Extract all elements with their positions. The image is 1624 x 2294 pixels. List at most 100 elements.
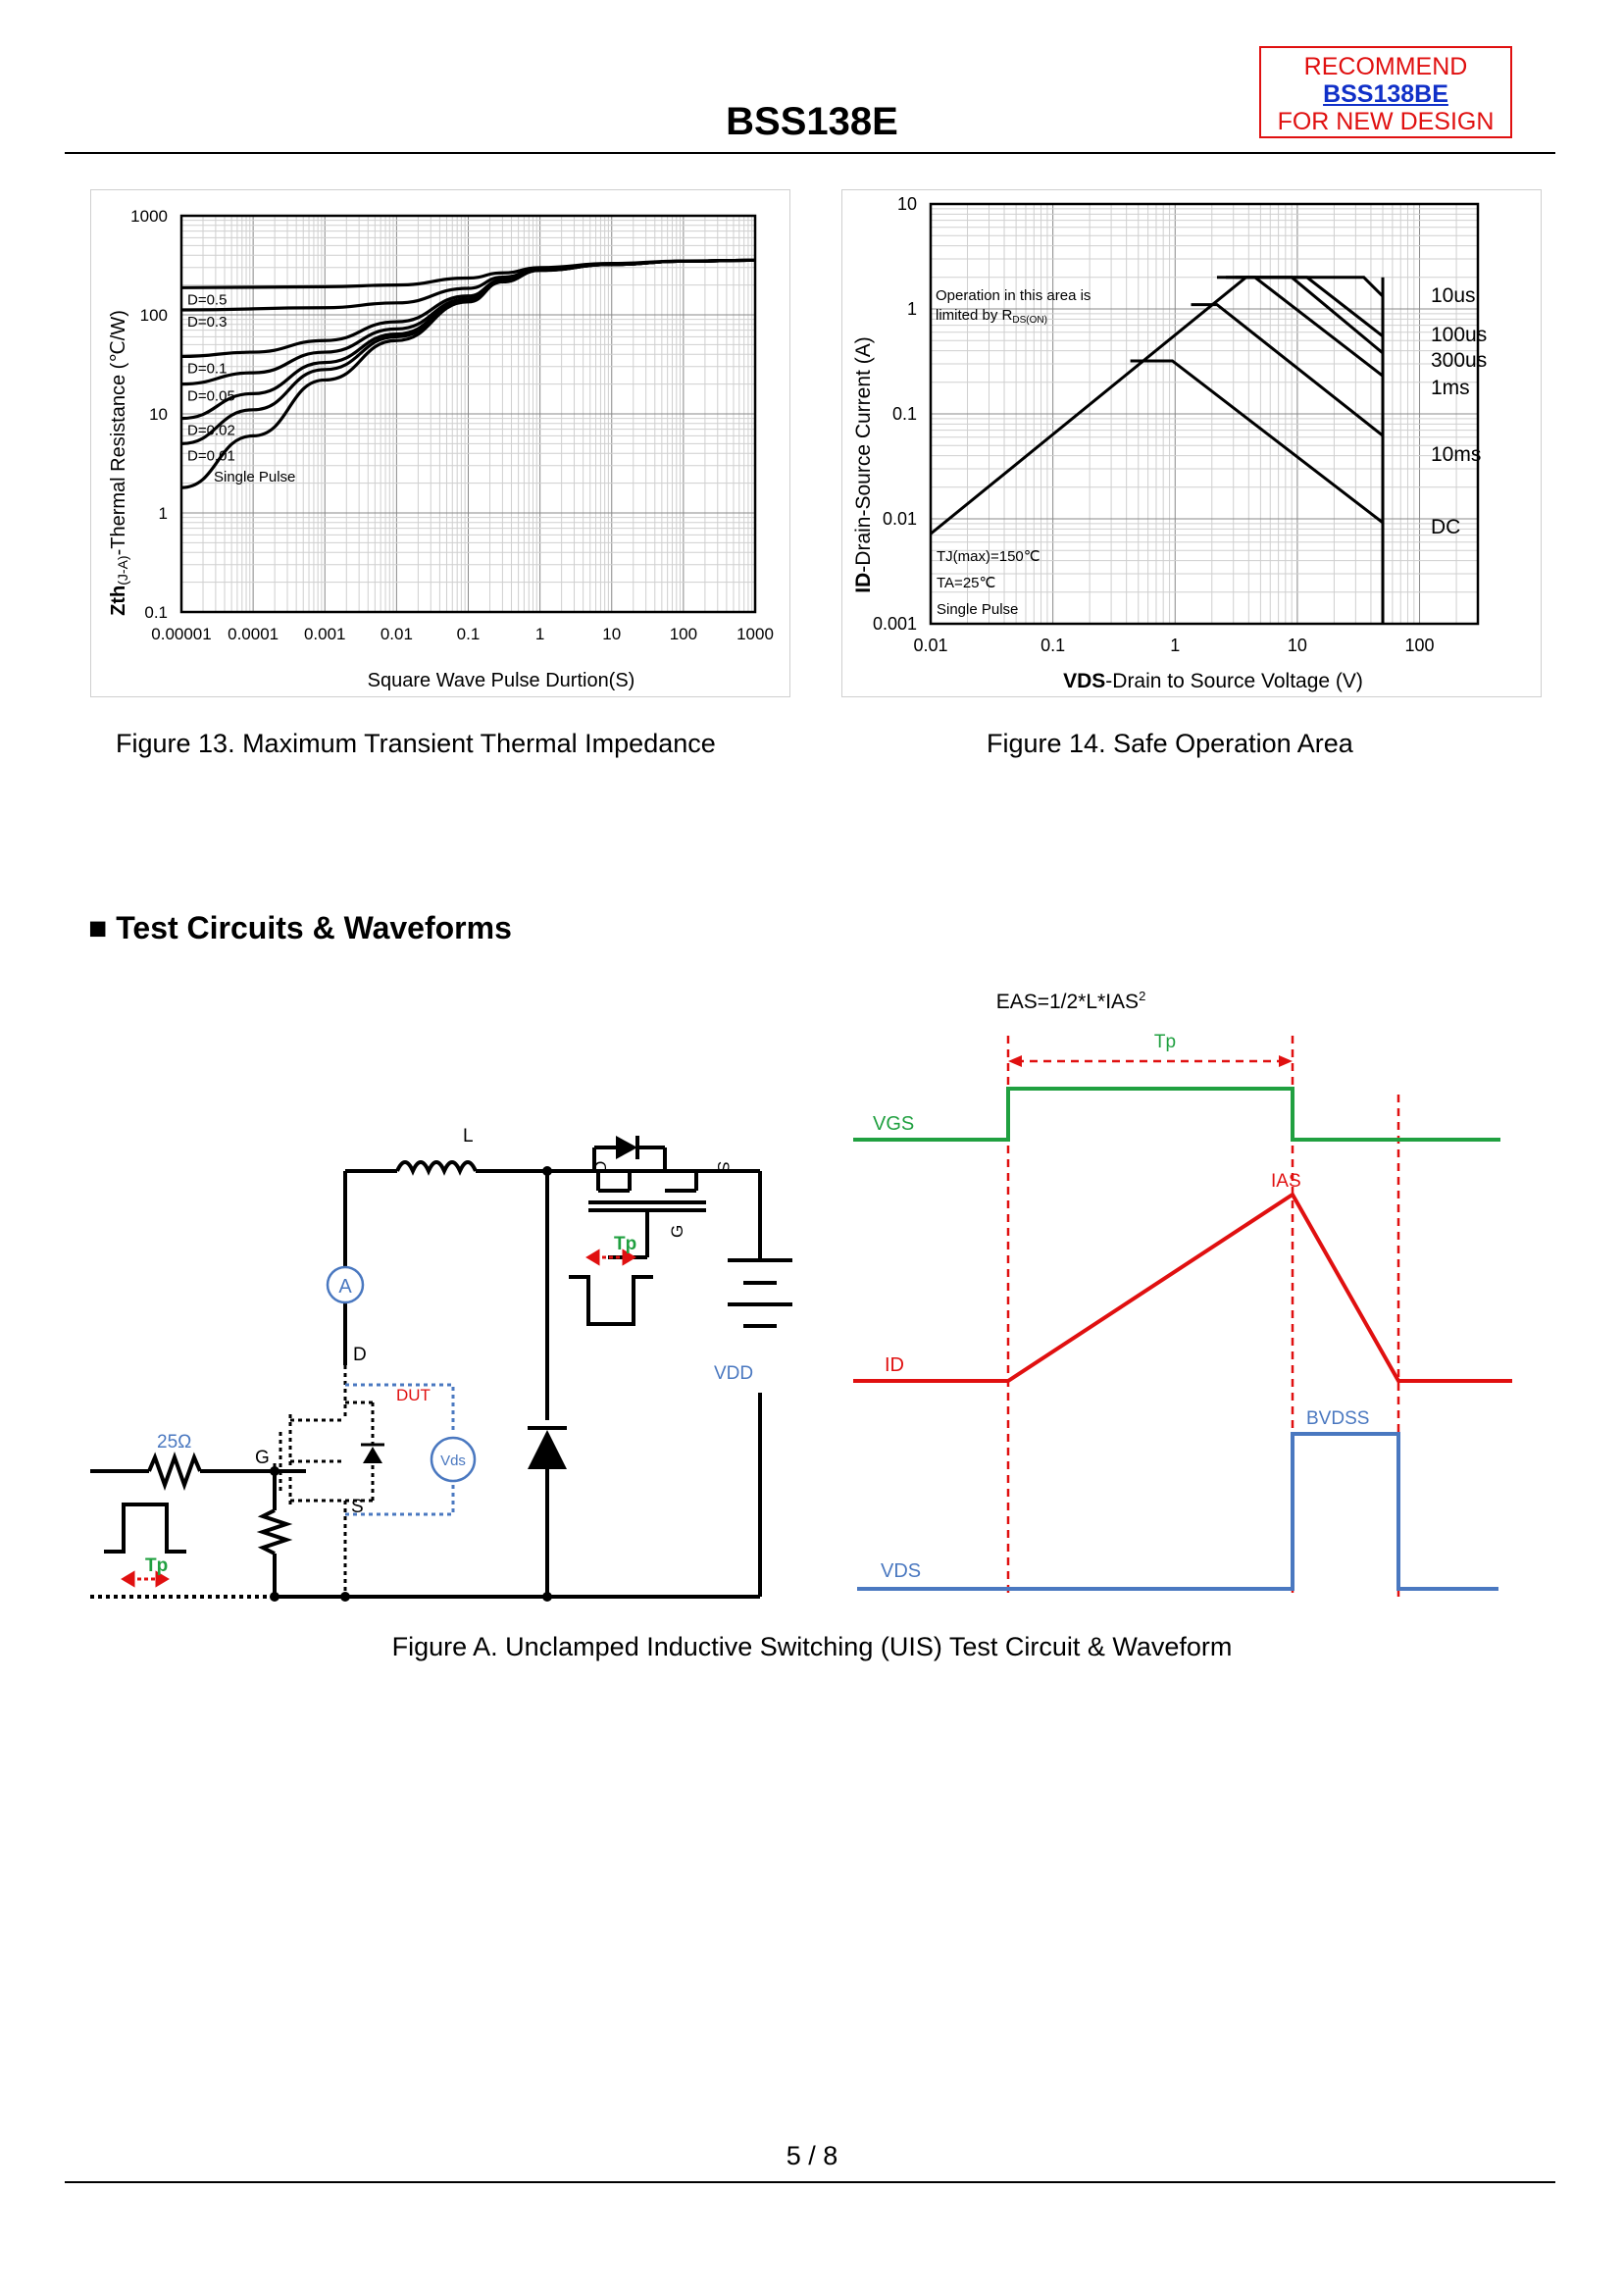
figure14-annotation-line2: limited by RDS(ON) <box>936 307 1047 326</box>
figure14-series-4 <box>1191 303 1384 437</box>
x-tick-label: 100 <box>670 625 697 643</box>
switch-tp-label: Tp <box>614 1234 636 1254</box>
y-tick-label: 0.1 <box>892 404 917 424</box>
dut-mosfet <box>273 1365 375 1597</box>
vds-trace <box>857 1432 1498 1591</box>
recommend-part-link[interactable]: BSS138BE <box>1323 80 1448 108</box>
x-tick-label: 1 <box>1170 636 1180 655</box>
switch-diode-triangle <box>616 1136 637 1159</box>
recommend-box: RECOMMEND BSS138BE FOR NEW DESIGN <box>1259 46 1512 138</box>
switch-gate-label: G <box>668 1225 686 1238</box>
waveform-tp-label: Tp <box>1154 1032 1176 1052</box>
figure14-series-5 <box>1130 359 1384 525</box>
gate-tp-label: Tp <box>145 1555 168 1576</box>
freewheel-diode-triangle <box>528 1430 567 1469</box>
y-tick-label: 1 <box>159 504 168 523</box>
vgs-trace <box>853 1087 1500 1142</box>
inductor <box>395 1160 478 1176</box>
figure13-series-label: Single Pulse <box>214 469 295 485</box>
figure14-series-label: DC <box>1431 516 1460 538</box>
figure14-x-axis-label: VDS-Drain to Source Voltage (V) <box>1063 670 1363 692</box>
figure13-x-axis-label: Square Wave Pulse Durtion(S) <box>368 670 635 691</box>
eas-formula: EAS=1/2*L*IAS2 <box>996 989 1146 1013</box>
figure14-grid <box>929 202 1480 626</box>
figure14-condition-single-pulse: Single Pulse <box>937 601 1018 618</box>
dut-body-diode <box>363 1447 382 1463</box>
figure14-series-0 <box>1245 276 1385 624</box>
gate-resistor-label: 25Ω <box>157 1432 191 1453</box>
y-tick-label: 1000 <box>130 207 168 226</box>
vds-meter <box>430 1436 477 1483</box>
figure13-series-label: D=0.3 <box>187 314 227 331</box>
x-tick-label: 0.001 <box>304 625 346 643</box>
figure13-series-label: D=0.05 <box>187 388 235 405</box>
x-tick-label: 0.0001 <box>228 625 279 643</box>
id-label: ID <box>885 1354 904 1376</box>
header-rule <box>65 152 1555 154</box>
x-tick-label: 0.00001 <box>151 625 211 643</box>
figure14-series-label: 300us <box>1431 349 1487 372</box>
figure13-series-label: D=0.1 <box>187 360 227 377</box>
ammeter-label: A <box>338 1276 352 1298</box>
figure14-condition-tj: TJ(max)=150℃ <box>937 548 1040 565</box>
switch-drain-label: D <box>591 1161 610 1173</box>
x-tick-label: 0.01 <box>913 636 947 655</box>
figure13-series-6 <box>180 258 756 489</box>
y-tick-label: 10 <box>897 194 917 214</box>
y-tick-label: 100 <box>140 306 168 325</box>
recommend-line3: FOR NEW DESIGN <box>1277 108 1495 135</box>
dut-gate-label: G <box>255 1448 270 1468</box>
y-tick-label: 10 <box>149 405 168 424</box>
figure13-series-label: D=0.5 <box>187 291 227 308</box>
uis-waveform: EAS=1/2*L*IAS2 Tp VGS ID IAS VDS BVDSS <box>853 989 1512 1599</box>
figure14-series-1 <box>1235 276 1384 337</box>
dut-drain-label: D <box>353 1345 367 1365</box>
bvdss-label: BVDSS <box>1306 1408 1369 1429</box>
section-heading: ■ Test Circuits & Waveforms <box>88 910 512 945</box>
figure14-annotation-line1: Operation in this area is <box>936 287 1091 304</box>
figure14-series-3 <box>1216 276 1384 378</box>
figure14-y-axis-label: ID-Drain-Source Current (A) <box>852 336 875 592</box>
uis-test-circuit: L A D DUT G S 25Ω Vds VDD Tp Tp D S G <box>90 1126 792 1602</box>
y-tick-label: 0.1 <box>144 603 168 622</box>
plot-frame <box>929 202 1480 626</box>
x-tick-label: 100 <box>1405 636 1435 655</box>
figure14-caption: Figure 14. Safe Operation Area <box>987 729 1353 758</box>
dut-label: DUT <box>396 1386 431 1404</box>
x-tick-label: 10 <box>1288 636 1307 655</box>
figureA-caption: Figure A. Unclamped Inductive Switching … <box>391 1632 1233 1661</box>
y-tick-label: 0.01 <box>883 509 917 529</box>
figure13-caption: Figure 13. Maximum Transient Thermal Imp… <box>116 729 716 758</box>
figure14-rds-limit-line <box>930 276 1247 535</box>
figure13-grid <box>179 214 757 614</box>
figure13-chart: D=0.5D=0.3D=0.1D=0.05D=0.02D=0.01Single … <box>108 207 774 691</box>
x-tick-label: 1000 <box>736 625 774 643</box>
figure13-y-axis-label: Zth(J-A)-Thermal Resistance (℃/W) <box>108 310 130 616</box>
ammeter <box>326 1265 365 1304</box>
figure14-series-label: 10ms <box>1431 443 1481 466</box>
figure14-series-label: 100us <box>1431 324 1487 346</box>
ias-label: IAS <box>1271 1171 1301 1192</box>
id-trace <box>853 1192 1512 1383</box>
plot-frame <box>179 214 757 614</box>
x-tick-label: 0.1 <box>457 625 481 643</box>
x-tick-label: 0.01 <box>381 625 413 643</box>
vdd-label: VDD <box>714 1363 753 1384</box>
figure14-series-label: 1ms <box>1431 377 1470 399</box>
x-tick-label: 0.1 <box>1040 636 1065 655</box>
page-number: 5 / 8 <box>786 2141 838 2170</box>
vgs-label: VGS <box>873 1113 914 1135</box>
figure13-series: D=0.5D=0.3D=0.1D=0.05D=0.02D=0.01Single … <box>180 258 756 489</box>
vds-label: VDS <box>881 1560 921 1582</box>
figure14-ticks: 0.01 0.1 1 10 100 0.001 0.01 0.1 1 10 <box>873 194 1435 655</box>
page-title: BSS138E <box>726 100 898 143</box>
y-tick-label: 0.001 <box>873 614 917 634</box>
y-tick-label: 1 <box>907 299 917 319</box>
recommend-line1: RECOMMEND <box>1303 53 1468 80</box>
switch-source-label: S <box>714 1161 733 1172</box>
